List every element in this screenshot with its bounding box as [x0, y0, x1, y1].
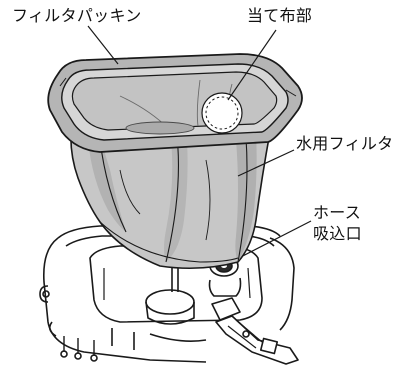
label-cloth-pad: 当て布部 — [247, 6, 313, 25]
water-filter — [70, 119, 271, 270]
label-hose-inlet-line1: ホース — [313, 203, 362, 222]
cloth-pad — [201, 92, 243, 134]
label-water-filter: 水用フィルタ — [296, 134, 394, 153]
label-hose-inlet-line2: 吸込口 — [313, 224, 362, 243]
water-filter-leader — [237, 149, 295, 177]
hose-inlet-leader — [230, 220, 312, 263]
cloth-pad-leader — [227, 29, 277, 101]
label-filter-packing: フィルタパッキン — [12, 6, 142, 25]
filter-packing — [47, 53, 303, 153]
packing-leader — [87, 25, 119, 65]
